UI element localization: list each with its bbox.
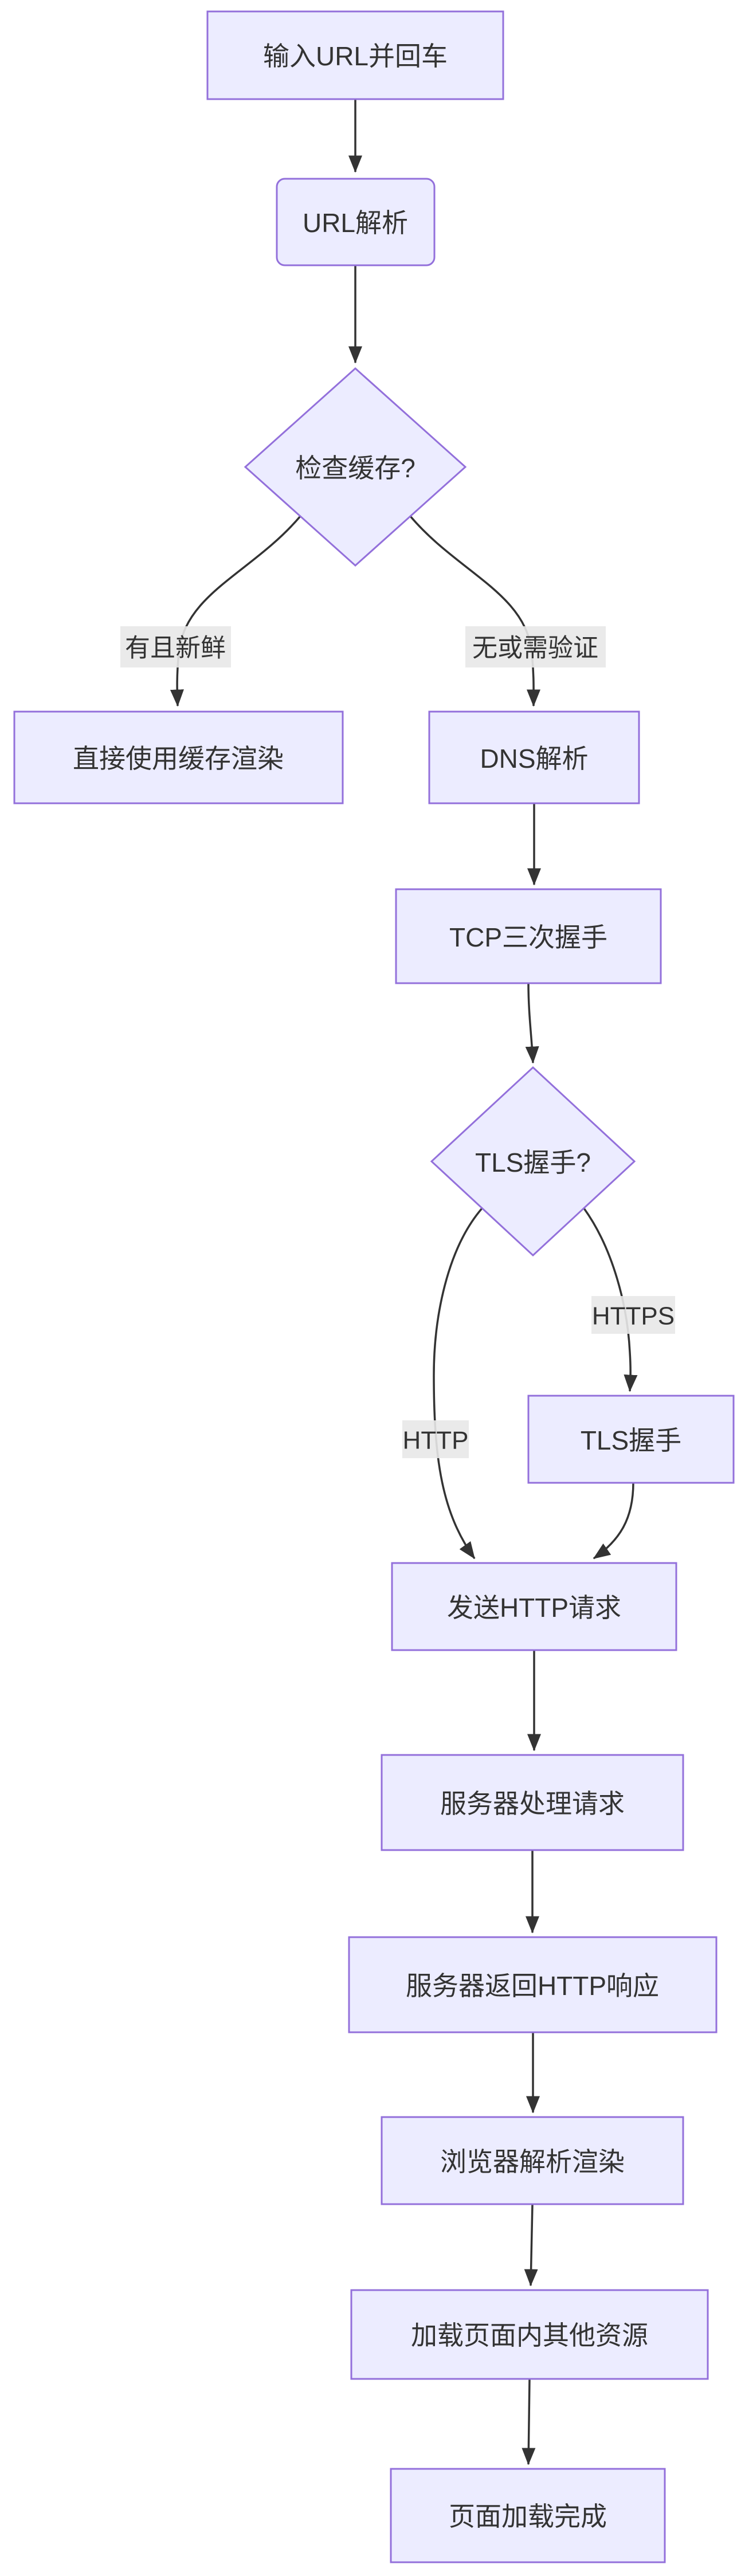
node-dns: DNS解析	[428, 710, 640, 804]
node-label: TLS握手?	[475, 1148, 591, 1177]
node-shape	[527, 1395, 735, 1484]
node-server-process: 服务器处理请求	[381, 1754, 684, 1851]
node-shape	[206, 10, 504, 100]
node-shape	[428, 710, 640, 804]
node-shape	[381, 2116, 684, 2205]
edge-render-resources	[524, 2204, 538, 2287]
node-shape	[350, 2289, 709, 2380]
node-shape	[244, 367, 467, 567]
node-shape	[13, 710, 344, 804]
edge-cache-cached	[170, 515, 301, 707]
node-label: 服务器处理请求	[440, 1789, 625, 1819]
edge-label-bg	[120, 626, 231, 667]
edge-label-text: 有且新鲜	[125, 634, 226, 662]
nodes: 输入URL并回车 URL解析 检查缓存? 直接使用缓存渲染 DNS解析 TCP三…	[13, 10, 735, 2563]
edge-label-bg	[465, 626, 606, 667]
node-shape	[395, 888, 662, 984]
edge-label-bg	[402, 1420, 469, 1458]
node-shape	[348, 1936, 718, 2033]
node-tcp-handshake: TCP三次握手	[395, 888, 662, 984]
edges	[170, 99, 638, 2465]
edge-label-fresh: 有且新鲜	[120, 626, 231, 667]
node-check-cache: 检查缓存?	[244, 367, 467, 567]
node-shape	[381, 1754, 684, 1851]
node-url-parse: URL解析	[276, 178, 436, 266]
node-page-loaded: 页面加载完成	[390, 2468, 666, 2563]
edge-label-text: HTTPS	[592, 1302, 675, 1330]
node-label: 直接使用缓存渲染	[73, 744, 284, 773]
node-server-response: 服务器返回HTTP响应	[348, 1936, 718, 2033]
edge-labels: 有且新鲜 无或需验证 HTTP HTTPS	[120, 626, 675, 1458]
edge-label-https: HTTPS	[591, 1296, 675, 1334]
node-tls-question: TLS握手?	[430, 1066, 636, 1257]
node-label: 服务器返回HTTP响应	[406, 1971, 659, 2001]
edge-tcp-tlsq	[525, 983, 539, 1064]
node-shape	[390, 2468, 666, 2563]
node-start: 输入URL并回车	[206, 10, 504, 100]
node-shape	[430, 1066, 636, 1257]
edge-label-text: HTTP	[403, 1427, 469, 1455]
edge-resources-done	[522, 2378, 536, 2465]
node-label: 发送HTTP请求	[447, 1593, 621, 1623]
node-label: URL解析	[303, 208, 408, 238]
node-label: 输入URL并回车	[263, 41, 448, 71]
node-tls-handshake: TLS握手	[527, 1395, 735, 1484]
edge-tlsq-send-http	[433, 1207, 483, 1560]
edge-label-bg	[591, 1296, 675, 1334]
node-label: DNS解析	[480, 744, 588, 773]
edge-label-http: HTTP	[402, 1420, 469, 1458]
node-load-resources: 加载页面内其他资源	[350, 2289, 709, 2380]
edge-label-none-or-validate: 无或需验证	[465, 626, 606, 667]
edge-tls-send	[593, 1482, 634, 1560]
edge-label-text: 无或需验证	[472, 634, 598, 662]
node-browser-render: 浏览器解析渲染	[381, 2116, 684, 2205]
node-label: 浏览器解析渲染	[440, 2147, 625, 2177]
node-use-cache-render: 直接使用缓存渲染	[13, 710, 344, 804]
node-shape	[276, 178, 436, 266]
node-label: 页面加载完成	[449, 2502, 607, 2531]
node-send-request: 发送HTTP请求	[391, 1562, 677, 1651]
node-label: 加载页面内其他资源	[411, 2320, 648, 2350]
node-shape	[391, 1562, 677, 1651]
edge-cache-dns	[409, 515, 541, 707]
node-label: TLS握手	[581, 1426, 681, 1455]
node-label: 检查缓存?	[295, 453, 415, 483]
node-label: TCP三次握手	[449, 922, 607, 952]
